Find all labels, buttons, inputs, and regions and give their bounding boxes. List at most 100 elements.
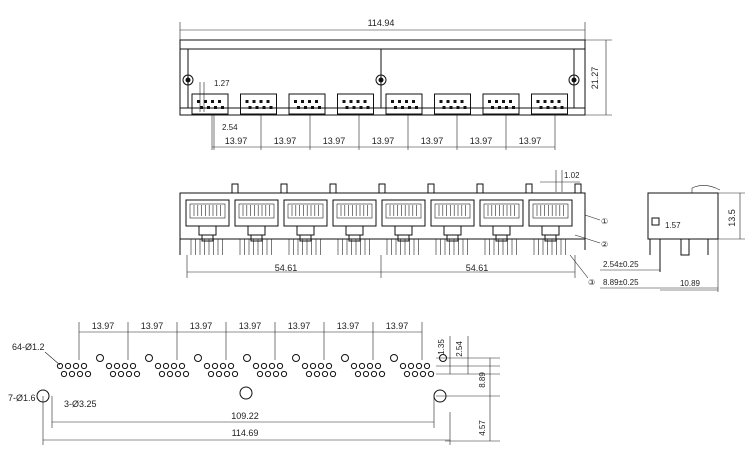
fp-pin: [219, 362, 227, 370]
fp-pin: [113, 362, 121, 370]
fp-pitch-label: 13.97: [288, 321, 311, 331]
front-top-post: [231, 183, 239, 194]
top-pin: [498, 106, 501, 109]
top-pin: [463, 106, 467, 109]
top-pitch-label: 13.97: [274, 136, 297, 146]
fp-pitch-label: 13.97: [386, 321, 409, 331]
top-pin: [252, 100, 256, 103]
fp-pin: [223, 370, 231, 378]
fp-small-hole: [341, 354, 349, 362]
top-pin: [408, 106, 411, 109]
top-dim-127-label: 1.27: [214, 79, 230, 88]
fp-pin: [399, 362, 407, 370]
front-top-post: [329, 183, 337, 194]
fp-pin: [362, 370, 370, 378]
top-pin: [366, 106, 370, 109]
fp-pin: [60, 370, 68, 378]
fp-pin: [117, 370, 125, 378]
top-pin: [211, 100, 214, 103]
top-pin-group: [288, 93, 326, 115]
top-pitch-label: 13.97: [421, 136, 444, 146]
large-hole: [239, 386, 253, 400]
front-latch-tab: [201, 234, 214, 242]
front-latch-tab: [397, 234, 410, 242]
top-pin: [266, 100, 270, 103]
fp-pin: [329, 370, 337, 378]
front-dim-102-label: 1.02: [564, 171, 580, 180]
fp-pin: [133, 370, 141, 378]
top-pin: [207, 106, 210, 109]
top-pitch-label: 13.97: [470, 136, 493, 146]
fp-small-hole: [96, 354, 104, 362]
top-pin-group: [434, 93, 471, 115]
top-pin: [262, 106, 266, 109]
front-latch: [492, 225, 511, 236]
top-pitch-label: 13.97: [519, 136, 542, 146]
fp-dim-457-label: 4.57: [478, 420, 487, 436]
fp-pitch-label: 13.97: [337, 321, 360, 331]
top-pin: [401, 106, 404, 109]
top-pin-group: [482, 93, 520, 115]
fp-small-hole: [243, 354, 251, 362]
side-view: 13.5 1.57 2.54±0.25 8.89±0.25 10.89: [600, 185, 745, 292]
front-callout-1: ①: [601, 217, 608, 226]
front-latch-tab: [495, 234, 508, 242]
top-overall-width-label: 114.94: [368, 18, 395, 28]
top-pin: [553, 106, 557, 109]
fp-pin: [76, 370, 84, 378]
fp-dim-10922-label: 109.22: [231, 411, 259, 421]
top-pin: [304, 106, 307, 109]
top-pin: [342, 100, 346, 103]
fp-pin: [268, 362, 276, 370]
fp-pin: [211, 362, 219, 370]
top-pin: [442, 106, 446, 109]
fp-small-hole: [390, 354, 398, 362]
fp-pin: [366, 362, 374, 370]
fp-pins-note: 64-Ø1.2: [12, 342, 45, 352]
front-port-contacts: [238, 203, 275, 219]
top-pin: [460, 100, 464, 103]
top-pin: [405, 100, 408, 103]
fp-pin: [350, 362, 358, 370]
fp-pin: [407, 362, 415, 370]
front-latch: [394, 225, 413, 236]
front-port-contacts: [385, 203, 422, 219]
front-top-post: [476, 183, 484, 194]
fp-pin: [272, 370, 280, 378]
top-pin: [218, 100, 221, 103]
front-latch: [345, 225, 364, 236]
top-pin: [294, 100, 297, 103]
top-pin: [352, 106, 356, 109]
top-pin: [349, 100, 353, 103]
fp-pin: [321, 370, 329, 378]
top-pin: [560, 106, 564, 109]
top-pin: [453, 100, 457, 103]
front-callout-3: ③: [588, 278, 595, 287]
top-pin-group: [191, 93, 229, 115]
fp-dim-135-label: 1.35: [437, 339, 446, 355]
top-pin: [259, 100, 263, 103]
fp-pin: [129, 362, 137, 370]
top-pin: [248, 106, 252, 109]
fp-pin: [309, 362, 317, 370]
top-pin: [297, 106, 300, 109]
top-pin: [363, 100, 367, 103]
fp-pin: [227, 362, 235, 370]
fp-pin: [276, 362, 284, 370]
fp-pin: [358, 362, 366, 370]
fp-pitch-label: 13.97: [141, 321, 164, 331]
top-pin: [197, 100, 200, 103]
top-pin: [539, 106, 543, 109]
fp-pin: [370, 370, 378, 378]
top-posts: [182, 49, 580, 108]
top-pin: [301, 100, 304, 103]
fp-pin: [154, 362, 162, 370]
front-half-right-label: 54.61: [466, 263, 489, 273]
top-dim-254-label: 2.54: [222, 123, 238, 132]
fp-pin: [203, 362, 211, 370]
top-pin: [318, 106, 321, 109]
front-latch-tab: [544, 234, 557, 242]
top-pin: [550, 100, 554, 103]
